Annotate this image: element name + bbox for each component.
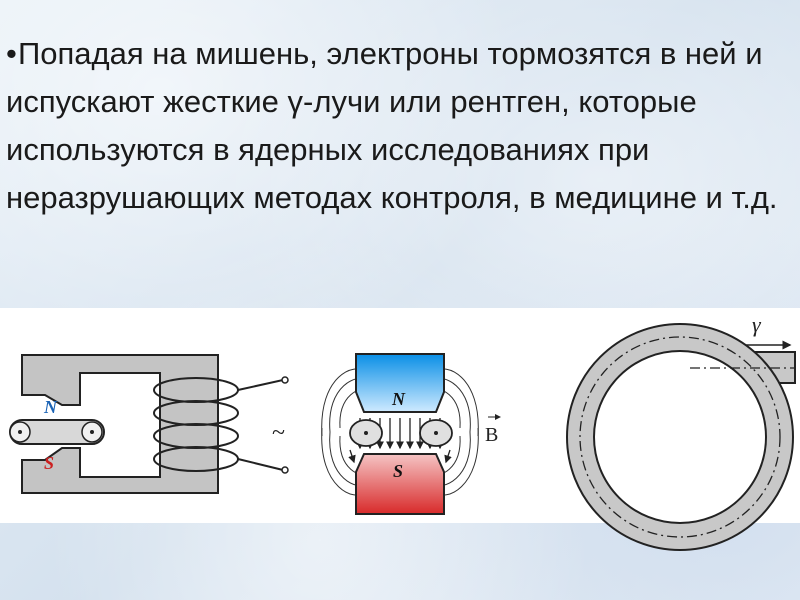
south-pole-piece [355, 453, 445, 515]
south-label-2: S [393, 461, 403, 481]
terminal-top [281, 376, 289, 384]
coil [153, 377, 284, 472]
north-pole-piece [355, 353, 445, 413]
chamber-cross-section [349, 419, 453, 447]
field-b-label: B [485, 424, 498, 446]
inner-ring-hole [593, 350, 767, 524]
vacuum-chamber [9, 419, 105, 445]
south-label-1: S [44, 453, 54, 473]
terminal-bottom [281, 466, 289, 474]
ac-symbol: ~ [272, 420, 285, 446]
bullet-marker: • [6, 36, 17, 71]
pole-field-diagram: N S B [321, 353, 501, 515]
magnet-core-diagram: ~ N S [9, 354, 289, 494]
north-label-2: N [391, 389, 406, 409]
paragraph-text: Попадая на мишень, электроны тормозятся … [6, 36, 778, 215]
north-label-1: N [43, 397, 58, 417]
gamma-label: γ [752, 312, 762, 337]
ring-chamber-diagram: γ [566, 312, 796, 551]
bullet-paragraph: •Попадая на мишень, электроны тормозятся… [6, 30, 786, 222]
iron-core [21, 354, 219, 494]
orbit-path [579, 336, 781, 538]
